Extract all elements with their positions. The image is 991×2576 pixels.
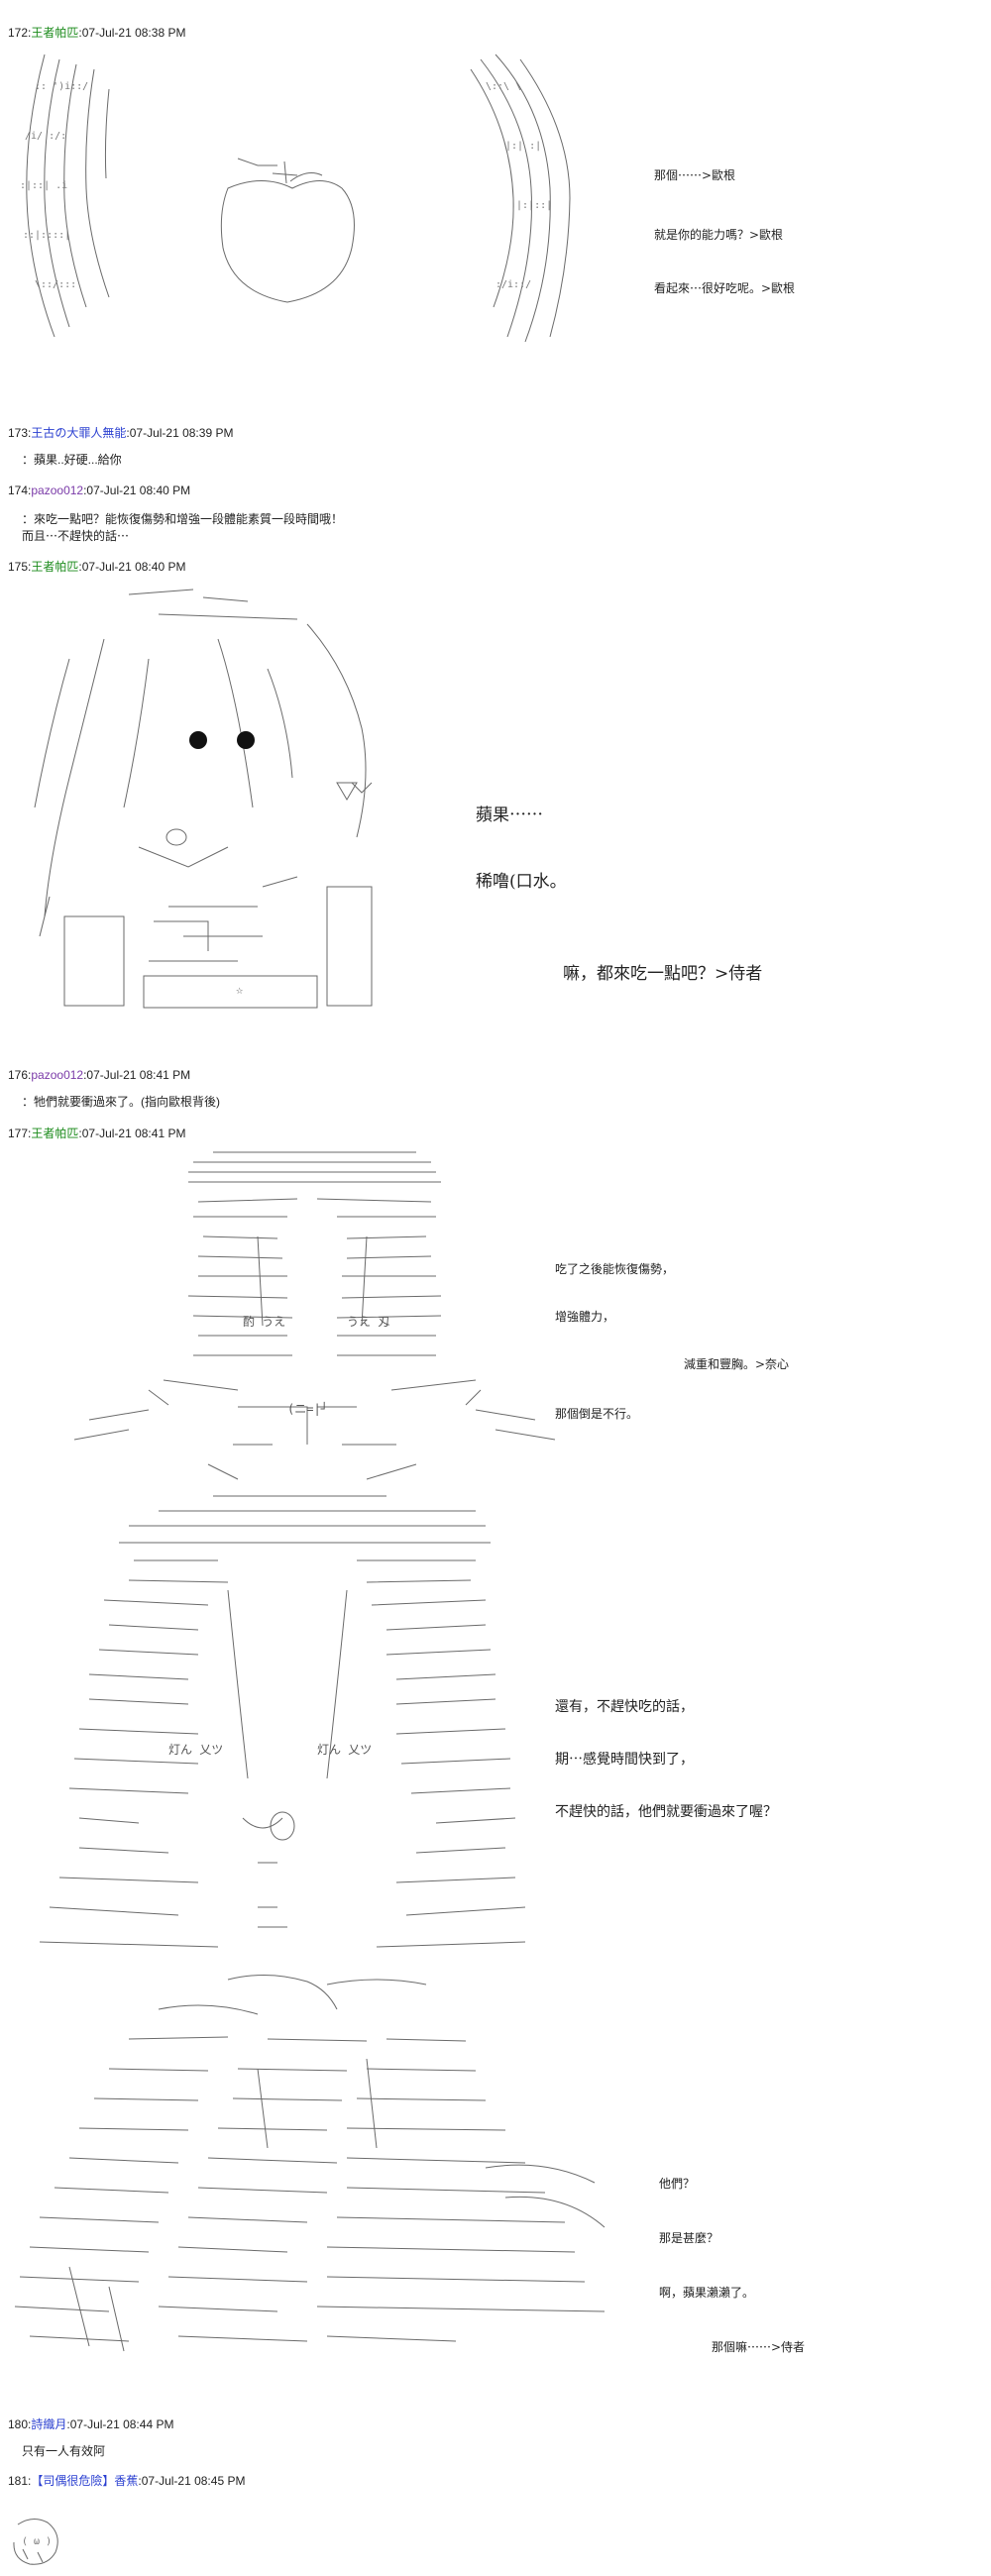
dialogue-line: 看起來⋯很好吃呢。>歐根 bbox=[654, 281, 796, 295]
poster-name[interactable]: 王古の大罪人無能 bbox=[31, 426, 127, 440]
post-number: 172 bbox=[8, 26, 29, 40]
poster-name[interactable]: 王者帕匹 bbox=[31, 560, 79, 574]
post-number: 173 bbox=[8, 426, 29, 440]
ascii-art-left-hair: :: ')i::/ /i/ :/: :|::| .i ::|::::| \::/… bbox=[15, 50, 134, 347]
dialogue-line: 增強體力， bbox=[555, 1310, 615, 1324]
post-header-180: 180:詩織月:07-Jul-21 08:44 PM bbox=[8, 2417, 174, 2431]
post-date: :07-Jul-21 08:39 PM bbox=[126, 426, 234, 440]
post-number: 177 bbox=[8, 1127, 29, 1140]
dialogue-line: 吃了之後能恢復傷勢， bbox=[555, 1262, 675, 1276]
dialogue-line: 稀噜(口水。 bbox=[476, 872, 567, 892]
poster-name[interactable]: 王者帕匹 bbox=[31, 1127, 79, 1140]
post-date: :07-Jul-21 08:41 PM bbox=[83, 1068, 191, 1082]
ascii-symbol: (ニ=|┘ bbox=[287, 1401, 328, 1416]
post-header-176: 176:pazoo012:07-Jul-21 08:41 PM bbox=[8, 1068, 191, 1082]
dialogue-line: 還有，不趕快吃的話， bbox=[555, 1699, 694, 1715]
post-date: :07-Jul-21 08:44 PM bbox=[66, 2417, 174, 2431]
post-message: ：牠們就要衝過來了。(指向歐根背後) bbox=[22, 1095, 220, 1109]
dialogue-line: 那個倒是不行。 bbox=[555, 1407, 639, 1421]
post-number: 174 bbox=[8, 483, 29, 497]
dialogue-line: 那是甚麼？ bbox=[659, 2231, 719, 2245]
svg-text:\::/:::: \::/::: bbox=[35, 279, 76, 290]
post-header-174: 174:pazoo012:07-Jul-21 08:40 PM bbox=[8, 483, 191, 497]
svg-text:\::\ \: \::\ \ bbox=[486, 81, 521, 92]
post-date: :07-Jul-21 08:38 PM bbox=[78, 26, 186, 40]
svg-text::: ')i::/: :: ')i::/ bbox=[35, 81, 88, 92]
post-message: ：蘋果..好硬...給你 bbox=[22, 453, 122, 467]
dialogue-line: 那個⋯⋯>歐根 bbox=[654, 168, 736, 182]
ascii-face: ( ω ) bbox=[22, 2536, 52, 2547]
dialogue-line: 那個嘛⋯⋯>侍者 bbox=[712, 2340, 806, 2354]
poster-name[interactable]: pazoo012 bbox=[31, 483, 84, 497]
poster-name[interactable]: 王者帕匹 bbox=[31, 26, 79, 40]
svg-text::|::| .i: :|::| .i bbox=[20, 180, 67, 191]
dialogue-line: 蘋果⋯⋯ bbox=[476, 805, 543, 825]
svg-text::/i::/: :/i::/ bbox=[496, 279, 531, 290]
star-icon: ☆ bbox=[236, 983, 243, 997]
ascii-eyes-right: うえ 刄 bbox=[347, 1315, 389, 1329]
svg-text:|:| :|: |:| :| bbox=[505, 141, 541, 152]
dialogue-line: 他們？ bbox=[659, 2177, 696, 2191]
dialogue-line: 期⋯感覺時間快到了， bbox=[555, 1752, 694, 1768]
post-header-172: 172:王者帕匹:07-Jul-21 08:38 PM bbox=[8, 26, 186, 40]
character-ascii-art-177a: 酌 うえ うえ 刄 (ニ=|┘ bbox=[40, 1147, 556, 1489]
apple-drawing bbox=[213, 154, 362, 312]
post-number: 181 bbox=[8, 2474, 29, 2488]
dialogue-line: 啊，蘋果瀨瀨了。 bbox=[659, 2286, 755, 2300]
post-message: 而且⋯不趕快的話⋯ bbox=[22, 529, 130, 543]
svg-text:/i/ :/:: /i/ :/: bbox=[25, 131, 66, 142]
post-header-181: 181:【司偶很危險】香蕉:07-Jul-21 08:45 PM bbox=[8, 2474, 246, 2488]
dialogue-line: 嘛，都來吃一點吧？>侍者 bbox=[563, 964, 763, 984]
poster-name[interactable]: 詩織月 bbox=[31, 2417, 67, 2431]
ascii-eyes-left: 酌 うえ bbox=[243, 1315, 285, 1329]
post-number: 180 bbox=[8, 2417, 29, 2431]
post-date: :07-Jul-21 08:41 PM bbox=[78, 1127, 186, 1140]
post-number: 176 bbox=[8, 1068, 29, 1082]
post-message: 只有一人有效阿 bbox=[22, 2444, 106, 2458]
svg-text:::|::::|: ::|::::| bbox=[23, 230, 70, 241]
svg-text:||:|::|: ||:|::| bbox=[510, 200, 552, 211]
ascii-art-right-hair: \::\ \ |:| :| ||:|::| :/i::/ bbox=[466, 50, 585, 347]
poster-name[interactable]: pazoo012 bbox=[31, 1068, 84, 1082]
post-date: :07-Jul-21 08:45 PM bbox=[138, 2474, 246, 2488]
post-number: 175 bbox=[8, 560, 29, 574]
post-message: ：來吃一點吧？能恢復傷勢和增強一段體能素質一段時間哦！ bbox=[22, 512, 344, 526]
ascii-lamp-right: 灯ん 乂ツ bbox=[317, 1743, 372, 1757]
poster-name[interactable]: 【司偶很危險】香蕉 bbox=[31, 2474, 139, 2488]
ascii-lamp-left: 灯ん 乂ツ bbox=[168, 1743, 223, 1757]
small-face-ascii-art: ( ω ) bbox=[8, 2515, 67, 2569]
dialogue-line: 就是你的能力嗎？>歐根 bbox=[654, 228, 784, 242]
post-header-177: 177:王者帕匹:07-Jul-21 08:41 PM bbox=[8, 1127, 186, 1140]
post-header-175: 175:王者帕匹:07-Jul-21 08:40 PM bbox=[8, 560, 186, 574]
dialogue-line: 減重和豐胸。>奈心 bbox=[684, 1357, 790, 1371]
post-header-173: 173:王古の大罪人無能:07-Jul-21 08:39 PM bbox=[8, 426, 234, 440]
character-ascii-art-177b: 灯ん 乂ツ 灯ん 乂ツ bbox=[20, 1491, 526, 1967]
character-ascii-art-175: ☆ bbox=[10, 580, 436, 1016]
crowd-ascii-art-177c bbox=[10, 1970, 606, 2356]
post-date: :07-Jul-21 08:40 PM bbox=[78, 560, 186, 574]
post-date: :07-Jul-21 08:40 PM bbox=[83, 483, 191, 497]
dialogue-line: 不趕快的話，他們就要衝過來了喔？ bbox=[555, 1804, 777, 1820]
